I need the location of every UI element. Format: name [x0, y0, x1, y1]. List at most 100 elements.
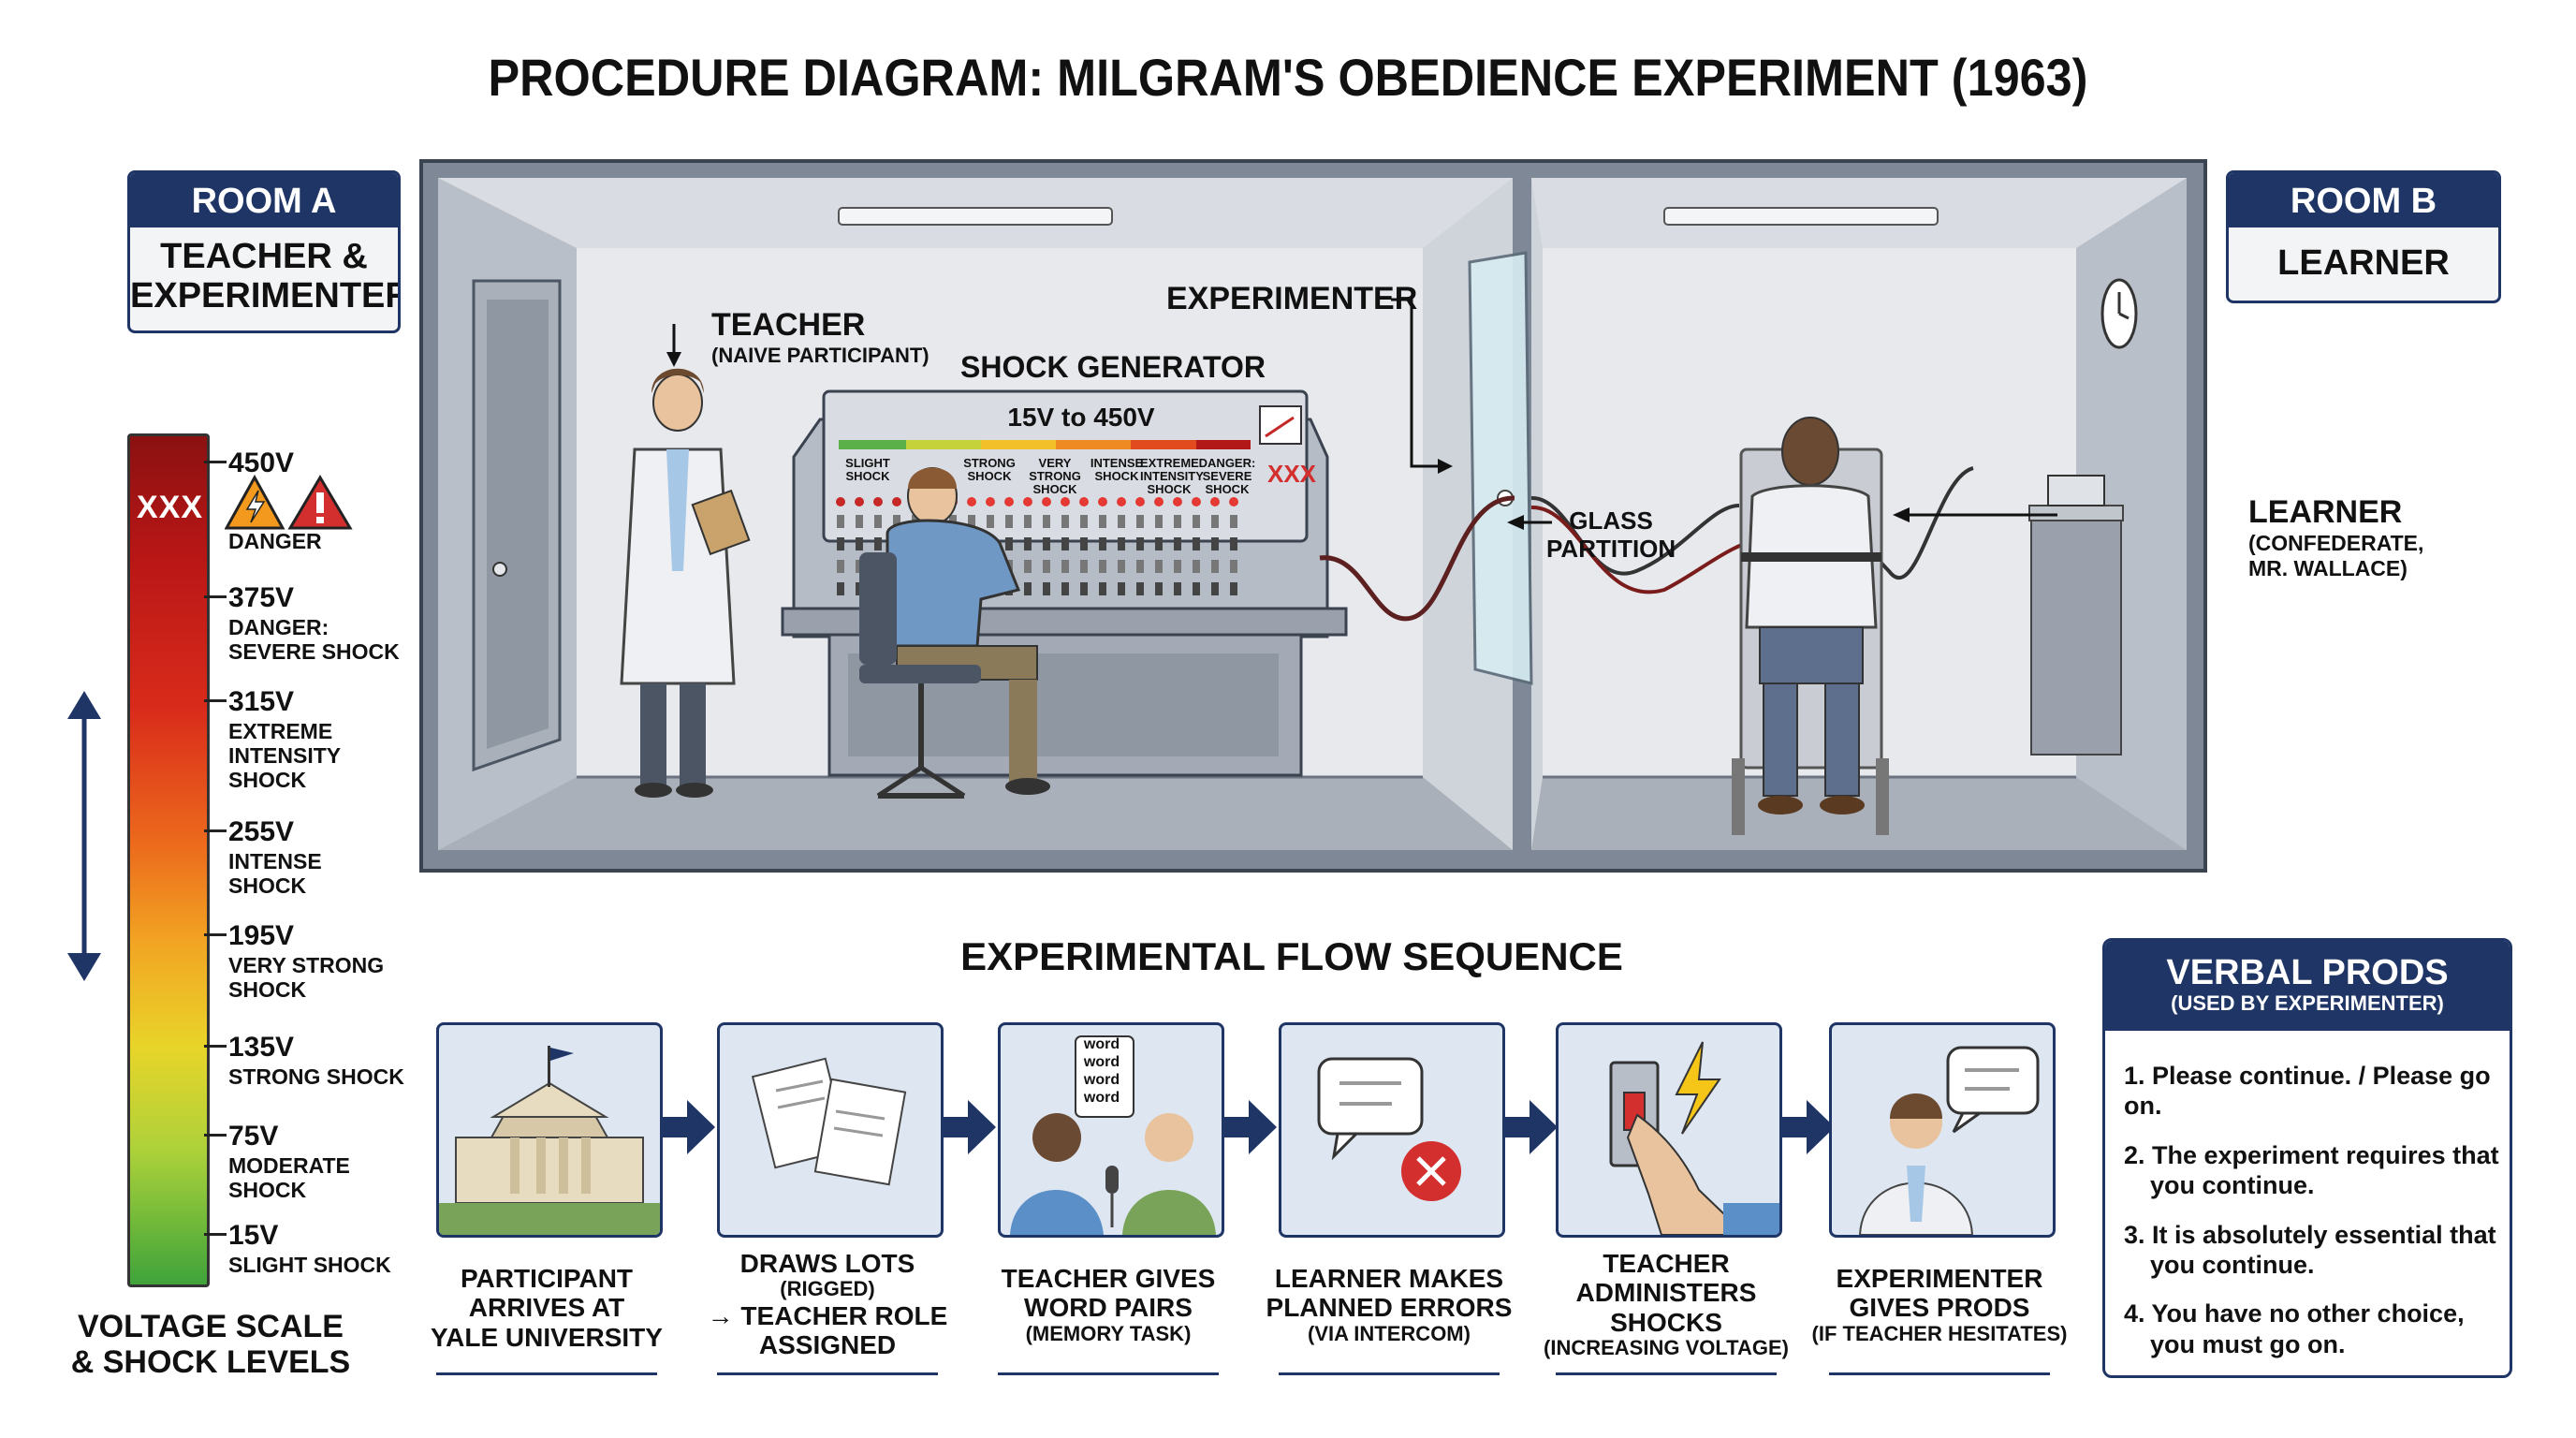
flow-step-5-box	[1556, 1022, 1782, 1238]
glass-partition	[1468, 251, 1533, 685]
university-icon	[439, 1046, 660, 1235]
cable-partition-learner	[1530, 495, 1740, 576]
voltage-description: SHOCK	[228, 1177, 307, 1202]
prods-subtitle: (USED BY EXPERIMENTER)	[2171, 991, 2444, 1015]
lab-scene	[419, 159, 2207, 873]
generator-switch	[856, 537, 863, 550]
generator-light	[1023, 497, 1032, 506]
flow-step-underline	[1279, 1372, 1500, 1375]
generator-xxx-label: XXX	[1267, 460, 1317, 488]
word-text: word	[1083, 1072, 1120, 1088]
experimenter-label: EXPERIMENTER	[1166, 281, 1418, 316]
flow-step-1-box	[436, 1022, 663, 1238]
voltage-value: 75V	[228, 1121, 279, 1152]
ceiling-light-b	[1663, 207, 1939, 226]
generator-light	[1098, 497, 1107, 506]
room-a-line2: EXPERIMENTER	[130, 276, 401, 315]
voltage-description: SEVERE SHOCK	[228, 638, 400, 664]
generator-light	[1229, 497, 1238, 506]
generator-switch	[1230, 582, 1237, 595]
generator-switch	[1230, 515, 1237, 528]
voltage-tick	[204, 1134, 227, 1137]
voltage-description: MODERATE	[228, 1152, 350, 1178]
generator-switch	[837, 515, 844, 528]
generator-switch	[1118, 515, 1125, 528]
generator-switch	[837, 560, 844, 573]
generator-light	[855, 497, 864, 506]
word-text: word	[1083, 1054, 1120, 1070]
voltage-description: SHOCK	[228, 873, 307, 898]
flow-step-underline	[1556, 1372, 1777, 1375]
generator-switch	[1193, 582, 1200, 595]
generator-light	[1173, 497, 1182, 506]
generator-switch	[1099, 515, 1106, 528]
speech-error-icon	[1317, 1057, 1461, 1201]
generator-band-label: VERY STRONG SHOCK	[1029, 456, 1081, 496]
voltage-tick	[204, 595, 227, 598]
flow-step-6-box	[1829, 1022, 2056, 1238]
generator-light	[873, 497, 883, 506]
generator-light	[1079, 497, 1089, 506]
room-a-box: ROOM A TEACHER & EXPERIMENTER	[127, 170, 401, 333]
warning-icons	[225, 474, 353, 530]
prods-list: 1. Please continue. / Please go on.2. Th…	[2105, 1031, 2510, 1359]
generator-switch	[893, 515, 900, 528]
generator-light	[836, 497, 845, 506]
flow-step-underline	[998, 1372, 1219, 1375]
flow-step-4-box	[1279, 1022, 1505, 1238]
flow-title: EXPERIMENTAL FLOW SEQUENCE	[960, 934, 1623, 978]
flow-arrow-icon	[1503, 1100, 1558, 1154]
room-b-box: ROOM B LEARNER	[2226, 170, 2501, 303]
generator-light	[967, 497, 976, 506]
generator-light	[1135, 497, 1145, 506]
voltage-tick	[204, 933, 227, 936]
voltage-tick	[204, 461, 227, 463]
learner-label: LEARNER (CONFEDERATE, MR. WALLACE)	[2248, 494, 2424, 580]
generator-switch	[968, 515, 975, 528]
flow-step-underline	[717, 1372, 938, 1375]
generator-light	[1210, 497, 1220, 506]
generator-band-label: SLIGHT SHOCK	[845, 456, 890, 483]
generator-switch	[1174, 582, 1181, 595]
prods-title: VERBAL PRODS	[2166, 953, 2449, 992]
generator-switch	[1099, 582, 1106, 595]
learner-figure-icon	[1732, 417, 1889, 835]
generator-switch	[1061, 582, 1069, 595]
generator-switch	[1024, 560, 1032, 573]
flow-arrow-icon	[661, 1100, 715, 1154]
word-text: word	[1083, 1036, 1120, 1052]
voltage-description: EXTREME	[228, 718, 333, 743]
generator-switch	[1193, 537, 1200, 550]
voltage-value: 135V	[228, 1032, 295, 1063]
generator-switch	[1211, 537, 1219, 550]
generator-switch	[1024, 582, 1032, 595]
generator-switch	[1118, 537, 1125, 550]
voltage-tick	[204, 1045, 227, 1048]
generator-switch	[1155, 560, 1163, 573]
generator-light	[1117, 497, 1126, 506]
shock-generator-label: SHOCK GENERATOR	[960, 350, 1266, 384]
generator-switch	[1155, 515, 1163, 528]
voltage-tick	[204, 829, 227, 832]
generator-light	[1042, 497, 1051, 506]
generator-switch	[856, 515, 863, 528]
generator-switch	[1099, 560, 1106, 573]
generator-light	[986, 497, 995, 506]
ceiling-light-a	[838, 207, 1113, 226]
generator-switch	[1061, 537, 1069, 550]
generator-switch	[1155, 537, 1163, 550]
flow-arrow-icon	[1780, 1100, 1835, 1154]
generator-switch	[1211, 560, 1219, 573]
generator-switch	[874, 515, 882, 528]
flow-step-2-box	[717, 1022, 944, 1238]
generator-range-label: 15V to 450V	[1007, 403, 1155, 432]
generator-switch	[837, 537, 844, 550]
